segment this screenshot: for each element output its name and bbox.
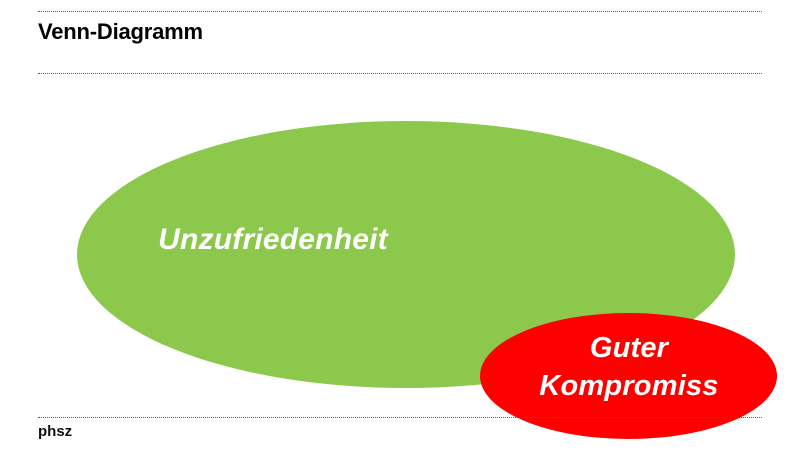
page-title: Venn-Diagramm — [38, 19, 203, 44]
venn-set-inner[interactable]: Guter Kompromiss — [480, 313, 777, 439]
venn-set-inner-label-line1: Guter — [589, 332, 669, 364]
footer-brand-label: phsz — [38, 423, 73, 440]
rule-below-title — [38, 73, 762, 74]
venn-set-inner-label-line2: Kompromiss — [539, 370, 719, 402]
venn-set-outer-label: Unzufriedenheit — [158, 223, 388, 256]
rule-above-title — [38, 11, 762, 12]
venn-set-outer[interactable]: Unzufriedenheit Guter Kompromiss — [77, 121, 777, 439]
rule-above-footer — [38, 417, 762, 418]
venn-set-inner-label: Guter Kompromiss — [498, 329, 760, 405]
